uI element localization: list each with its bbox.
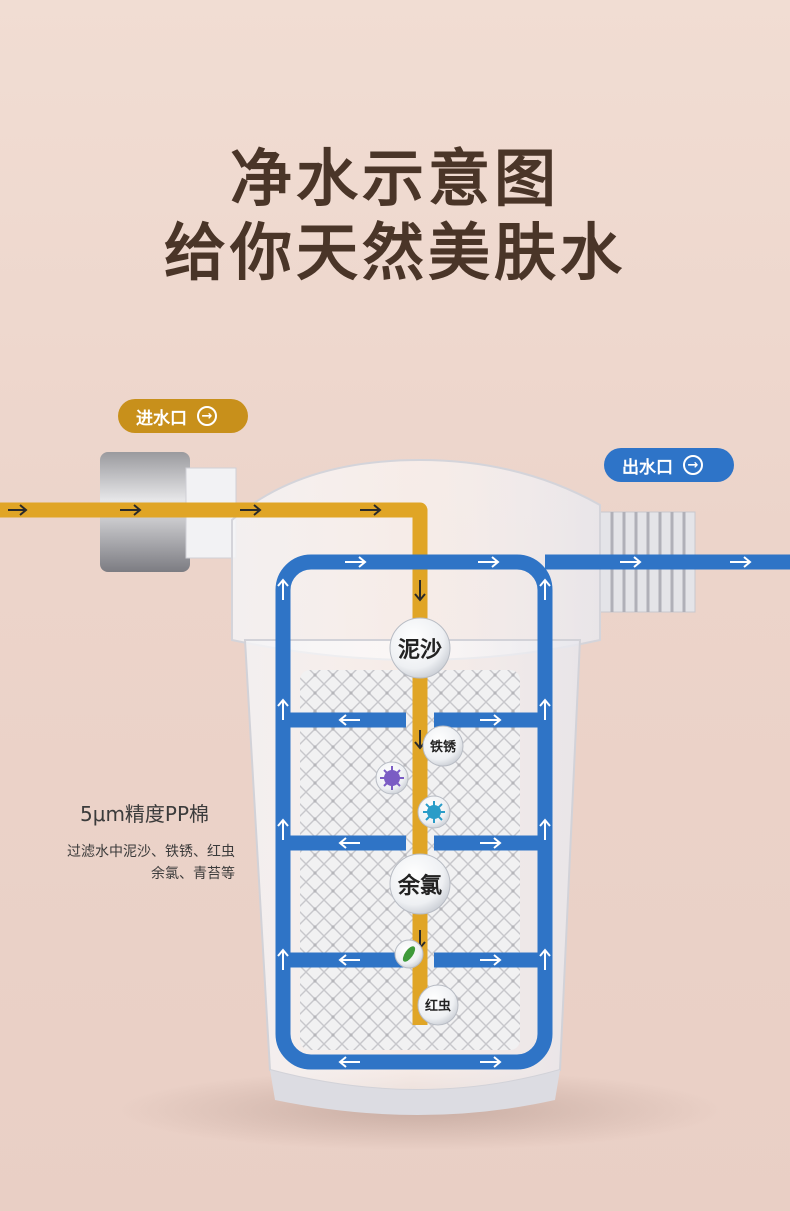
title-line-2: 给你天然美肤水 <box>163 216 626 289</box>
filter-desc-line-1: 过滤水中泥沙、铁锈、红虫 <box>67 844 235 860</box>
housing-base <box>270 1070 560 1115</box>
chlorine-label: 余氯 <box>397 873 442 899</box>
outlet-label-pill: 出水口 → <box>604 448 734 482</box>
title-line-1: 净水示意图 <box>229 142 560 215</box>
rust-bubble: 铁锈 <box>422 725 464 767</box>
inlet-label: 进水口 <box>136 408 187 429</box>
rust-label: 铁锈 <box>429 739 457 755</box>
moss-icon <box>394 939 424 969</box>
flow-arrow-icon <box>277 556 752 1068</box>
bacteria-icon <box>417 795 451 829</box>
arrow-circle-right-icon: → <box>683 455 703 475</box>
redworm-bubble: 红虫 <box>417 984 459 1026</box>
filter-description: 过滤水中泥沙、铁锈、红虫 余氯、青苔等 <box>67 841 235 885</box>
sand-bubble: 泥沙 <box>389 617 451 679</box>
inlet-label-pill: 进水口 → <box>118 399 248 433</box>
outlet-label: 出水口 <box>622 457 673 478</box>
chlorine-bubble: 余氯 <box>389 853 451 915</box>
filter-name: 5μm精度PP棉 <box>80 802 210 826</box>
redworm-label: 红虫 <box>425 998 451 1014</box>
filter-desc-line-2: 余氯、青苔等 <box>151 866 235 882</box>
bacteria-icon <box>375 761 409 795</box>
sand-label: 泥沙 <box>398 638 442 663</box>
arrow-circle-right-icon: → <box>197 406 217 426</box>
